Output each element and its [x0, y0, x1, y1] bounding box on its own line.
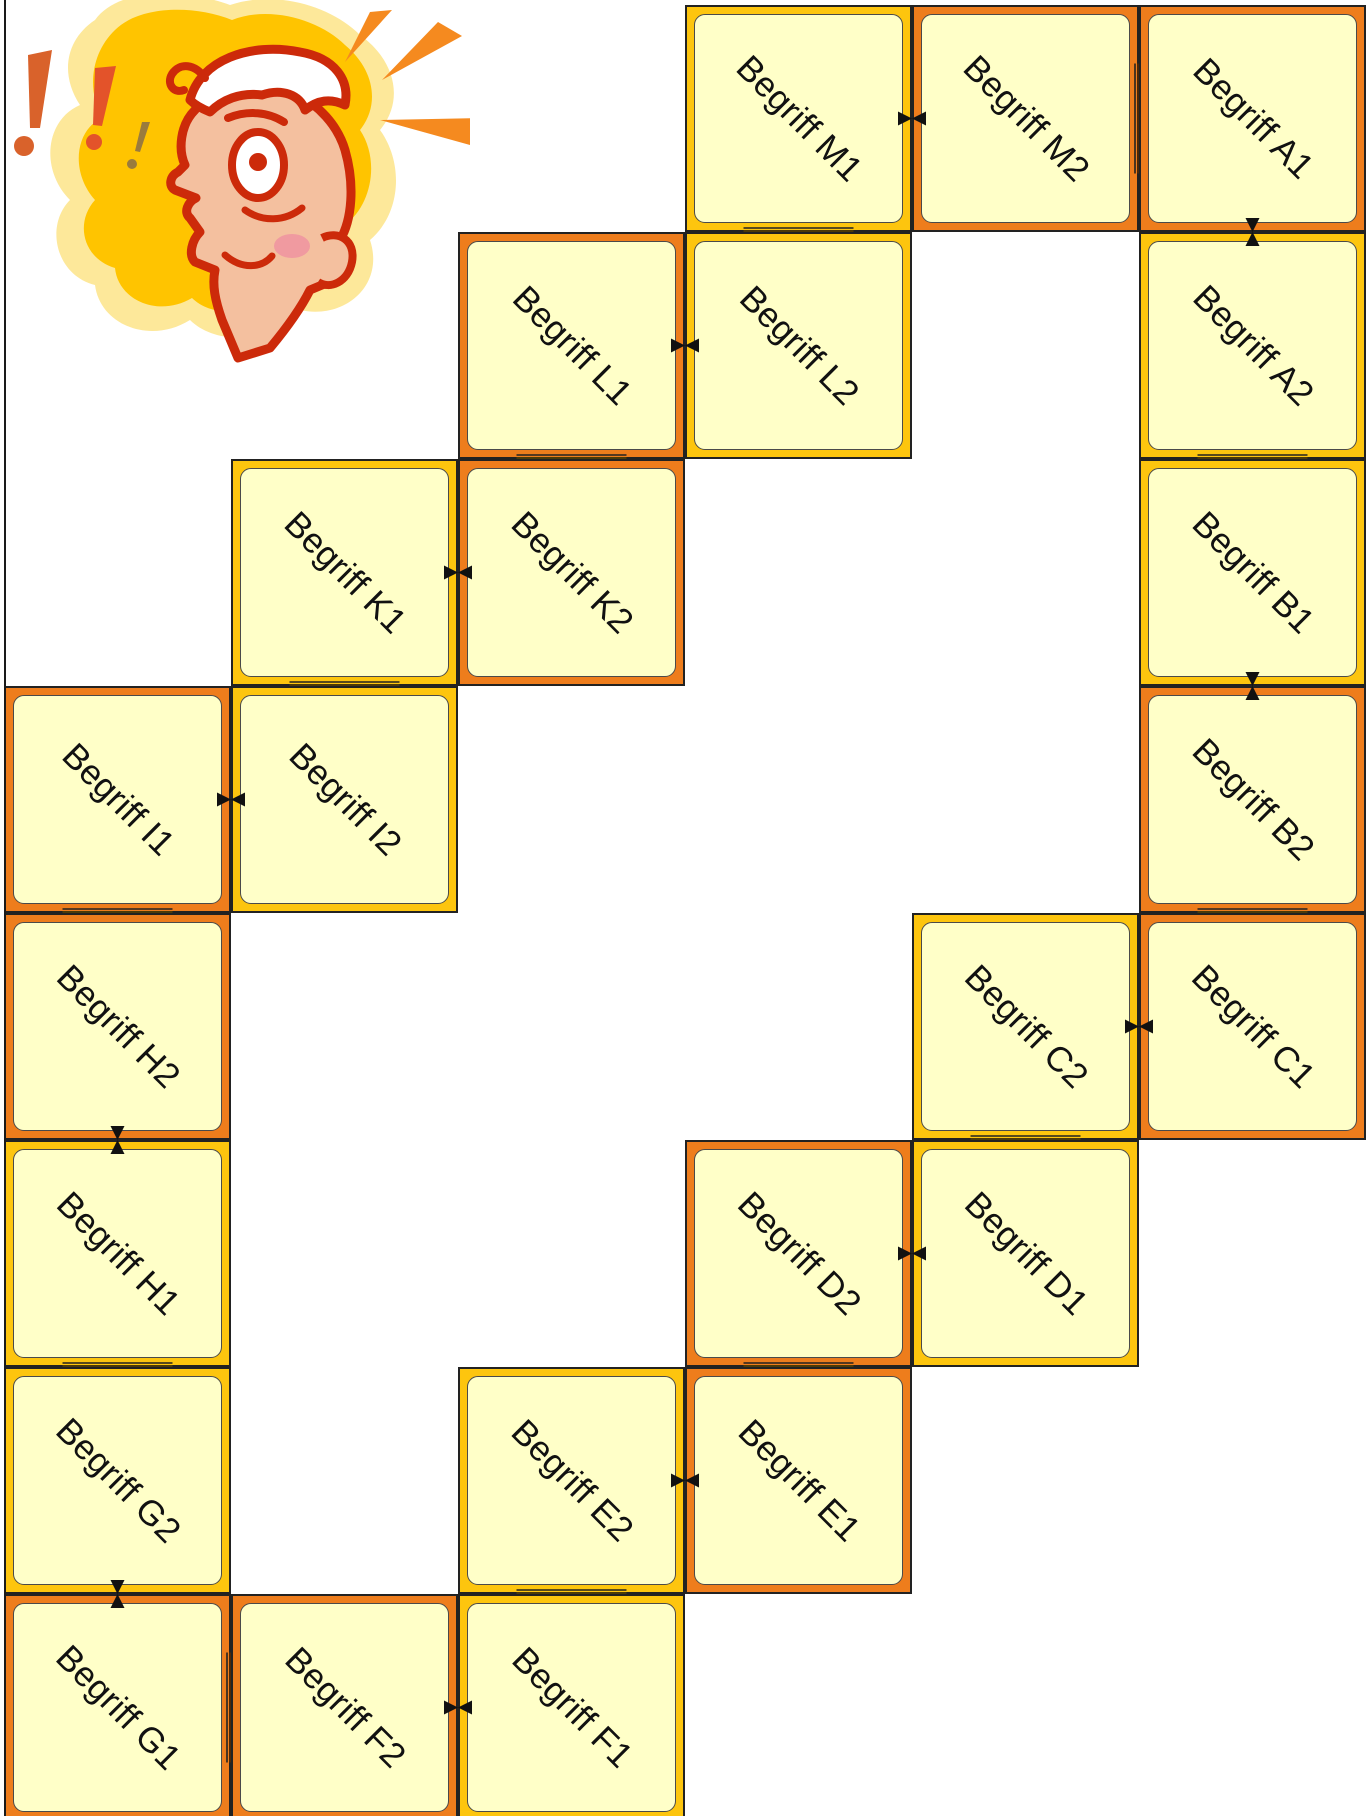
page-border	[4, 0, 1370, 1816]
